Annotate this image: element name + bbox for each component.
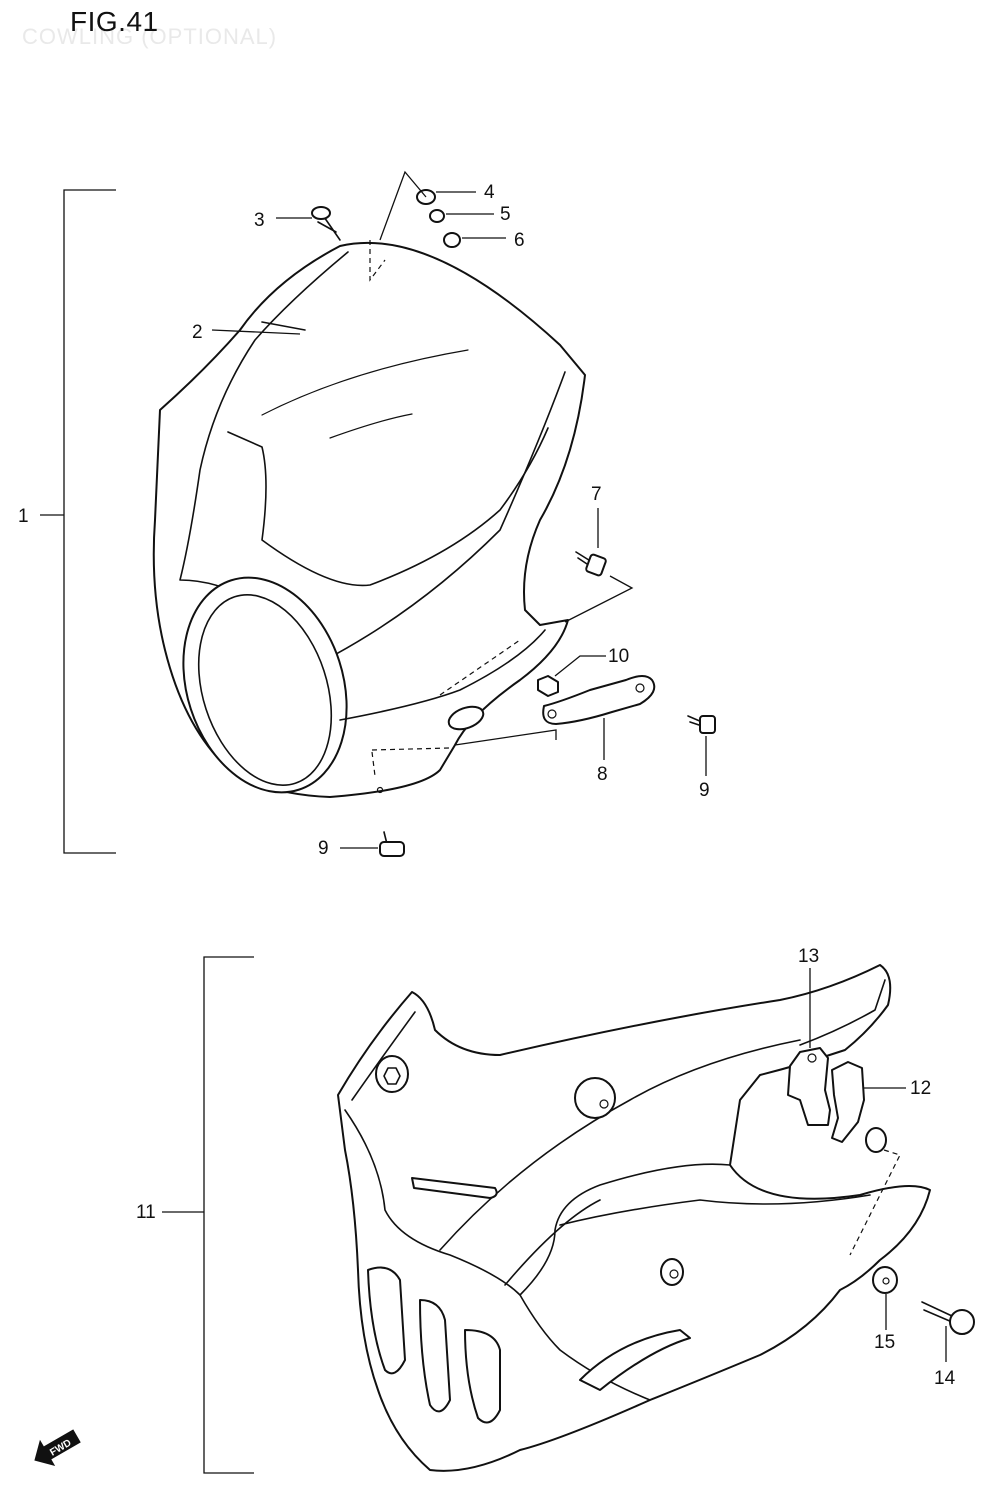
bolt-9-lower bbox=[379, 831, 405, 857]
callout-9-right: 9 bbox=[699, 780, 710, 801]
headlight-rim bbox=[197, 594, 333, 786]
hidden-line-1 bbox=[369, 240, 386, 282]
leader-10 bbox=[554, 655, 606, 677]
callout-3: 3 bbox=[254, 210, 265, 231]
headlight-opening bbox=[182, 576, 348, 794]
upper-cowl-group bbox=[40, 170, 716, 857]
callout-11: 11 bbox=[136, 1202, 156, 1223]
fwd-label: FWD bbox=[48, 1438, 73, 1459]
callout-13: 13 bbox=[798, 946, 819, 967]
assembly-line-12 bbox=[849, 1149, 901, 1256]
vent-right bbox=[464, 1329, 501, 1424]
figure-title: FIG.41 bbox=[70, 6, 159, 37]
side-vent bbox=[579, 1329, 691, 1391]
mount-hole bbox=[447, 705, 485, 731]
assembly-line-4-6 bbox=[379, 170, 427, 241]
leader-2 bbox=[211, 329, 301, 335]
under-cowl bbox=[337, 964, 931, 1472]
bracket-11 bbox=[162, 956, 254, 1474]
washer-15-hole bbox=[882, 1277, 890, 1285]
assembly-line-8 bbox=[454, 729, 557, 746]
callouts: 1 2 3 4 5 6 7 8 9 9 10 11 12 13 14 15 bbox=[18, 182, 956, 1389]
lower-cowl-group bbox=[162, 956, 975, 1474]
mount-boss-3 bbox=[660, 1258, 684, 1286]
washer-15 bbox=[872, 1266, 898, 1294]
callout-7: 7 bbox=[591, 484, 602, 505]
figure-subtitle: COWLING (OPTIONAL) bbox=[22, 24, 278, 49]
mount-boss-3-hole bbox=[669, 1269, 679, 1279]
top-strut-inner bbox=[799, 979, 886, 1046]
mount-boss-1-nut bbox=[383, 1067, 401, 1085]
bracket-8-hole-b bbox=[635, 683, 645, 693]
cowl-lower-edge bbox=[339, 629, 546, 721]
collar-12 bbox=[865, 1127, 887, 1153]
reflection-2 bbox=[329, 413, 413, 439]
vent-middle bbox=[419, 1299, 451, 1413]
callout-1: 1 bbox=[18, 506, 29, 527]
bracket-13 bbox=[787, 1047, 831, 1126]
callout-15: 15 bbox=[874, 1332, 895, 1353]
callout-8: 8 bbox=[597, 764, 608, 785]
callout-6: 6 bbox=[514, 230, 525, 251]
callout-9-lower: 9 bbox=[318, 838, 329, 859]
under-cowl-groove bbox=[439, 1039, 801, 1286]
bracket-12 bbox=[831, 1061, 865, 1143]
bracket-8 bbox=[542, 675, 656, 725]
nut-5 bbox=[429, 209, 445, 223]
rivet bbox=[376, 786, 384, 794]
vent-left bbox=[367, 1266, 406, 1375]
windscreen-inner bbox=[227, 321, 549, 587]
screw-3 bbox=[311, 206, 341, 241]
mount-boss-1 bbox=[375, 1055, 409, 1093]
bracket-1 bbox=[40, 189, 116, 854]
fwd-arrow-icon: FWD bbox=[34, 1429, 81, 1467]
bolt-7 bbox=[575, 551, 607, 577]
nut-10 bbox=[537, 675, 559, 697]
mount-boss-2-hole bbox=[599, 1099, 609, 1109]
callout-14: 14 bbox=[934, 1368, 956, 1389]
callout-5: 5 bbox=[500, 204, 511, 225]
bracket-13-hole bbox=[807, 1053, 817, 1063]
nut-6 bbox=[443, 232, 461, 248]
bolt-14 bbox=[921, 1301, 975, 1335]
callout-12: 12 bbox=[910, 1078, 931, 1099]
mount-boss-2 bbox=[574, 1077, 616, 1119]
callout-10: 10 bbox=[608, 646, 629, 667]
under-cowl-side bbox=[519, 1194, 871, 1401]
windscreen-edge bbox=[179, 251, 566, 661]
callout-2: 2 bbox=[192, 322, 203, 343]
upper-vent bbox=[411, 1177, 498, 1199]
bolt-9-right bbox=[687, 715, 716, 734]
hidden-line-2 bbox=[371, 639, 521, 777]
assembly-line-7 bbox=[564, 575, 634, 623]
callout-4: 4 bbox=[484, 182, 495, 203]
reflection-1 bbox=[261, 349, 469, 416]
bracket-8-hole-a bbox=[547, 709, 557, 719]
